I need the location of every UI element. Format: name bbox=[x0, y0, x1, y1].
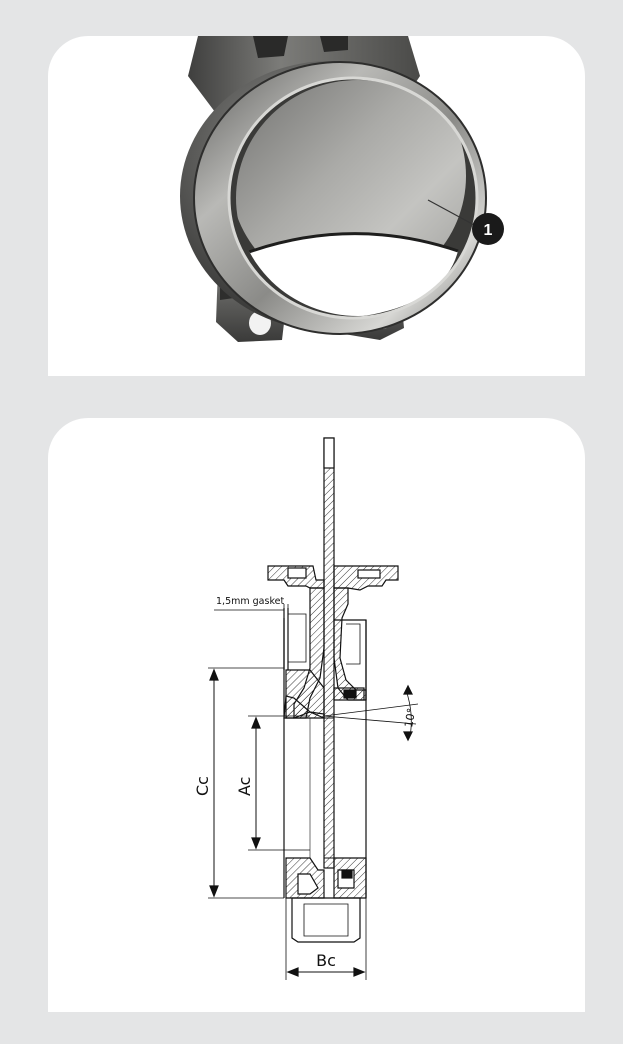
valve-section-drawing: 1,5mm gasket 10° Cc Ac Bc bbox=[193, 437, 418, 980]
body-right-upper bbox=[333, 587, 367, 701]
dim-cc-label: Cc bbox=[193, 776, 212, 796]
valve-photo: 1 bbox=[180, 36, 504, 342]
dim-ac-label: Ac bbox=[235, 777, 254, 796]
gate-plate bbox=[323, 437, 335, 869]
callout-badge: 1 bbox=[472, 213, 504, 245]
angle-line bbox=[323, 715, 417, 725]
gate-disc bbox=[236, 80, 466, 294]
dim-bc-label: Bc bbox=[316, 951, 336, 970]
callout-leader bbox=[427, 199, 477, 227]
callout-number: 1 bbox=[484, 222, 493, 239]
valve-photo-card: 1 bbox=[48, 36, 585, 376]
bottom-lug bbox=[291, 897, 361, 943]
angle-label: 10° bbox=[402, 707, 418, 728]
valve-section-drawing-card: 1,5mm gasket 10° Cc Ac Bc bbox=[48, 418, 585, 1012]
gasket-label: 1,5mm gasket bbox=[216, 596, 284, 607]
